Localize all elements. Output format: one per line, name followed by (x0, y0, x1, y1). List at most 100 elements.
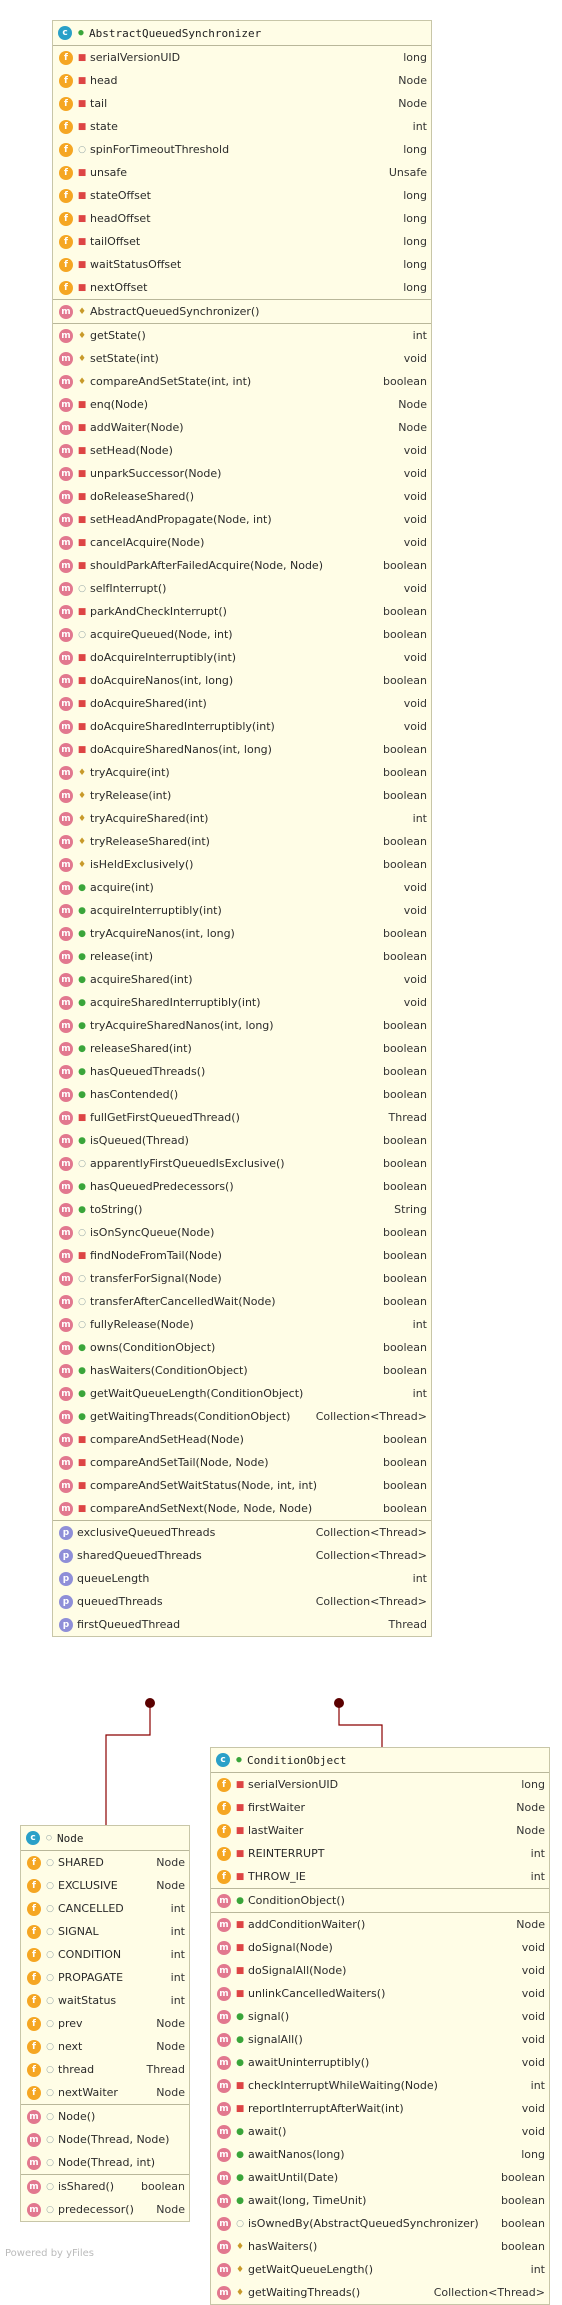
method-row[interactable]: m○isOnSyncQueue(Node)boolean (53, 1221, 431, 1244)
method-row[interactable]: m■reportInterruptAfterWait(int)void (211, 2097, 549, 2120)
method-row[interactable]: m●awaitUntil(Date)boolean (211, 2166, 549, 2189)
method-row[interactable]: m■doAcquireSharedNanos(int, long)boolean (53, 738, 431, 761)
method-row[interactable]: m○acquireQueued(Node, int)boolean (53, 623, 431, 646)
method-row[interactable]: m○apparentlyFirstQueuedIsExclusive()bool… (53, 1152, 431, 1175)
method-row[interactable]: m○fullyRelease(Node)int (53, 1313, 431, 1336)
method-row[interactable]: m♦tryAcquireShared(int)int (53, 807, 431, 830)
method-row[interactable]: m○transferAfterCancelledWait(Node)boolea… (53, 1290, 431, 1313)
method-row[interactable]: m■fullGetFirstQueuedThread()Thread (53, 1106, 431, 1129)
method-row[interactable]: m○isOwnedBy(AbstractQueuedSynchronizer)b… (211, 2212, 549, 2235)
method-row[interactable]: m■addConditionWaiter()Node (211, 1913, 549, 1936)
method-row[interactable]: m●acquire(int)void (53, 876, 431, 899)
method-row[interactable]: m■compareAndSetWaitStatus(Node, int, int… (53, 1474, 431, 1497)
method-row[interactable]: m●awaitNanos(long)long (211, 2143, 549, 2166)
method-row[interactable]: m○Node(Thread, Node) (21, 2128, 189, 2151)
method-row[interactable]: m♦getWaitQueueLength()int (211, 2258, 549, 2281)
method-row[interactable]: m■parkAndCheckInterrupt()boolean (53, 600, 431, 623)
method-row[interactable]: m●hasQueuedPredecessors()boolean (53, 1175, 431, 1198)
method-row[interactable]: m♦tryReleaseShared(int)boolean (53, 830, 431, 853)
method-row[interactable]: m♦hasWaiters()boolean (211, 2235, 549, 2258)
method-row[interactable]: m♦tryRelease(int)boolean (53, 784, 431, 807)
method-row[interactable]: m■setHeadAndPropagate(Node, int)void (53, 508, 431, 531)
method-row[interactable]: m●await(long, TimeUnit)boolean (211, 2189, 549, 2212)
method-row[interactable]: m●hasWaiters(ConditionObject)boolean (53, 1359, 431, 1382)
method-row[interactable]: m■cancelAcquire(Node)void (53, 531, 431, 554)
method-row[interactable]: m■unparkSuccessor(Node)void (53, 462, 431, 485)
method-row[interactable]: m●owns(ConditionObject)boolean (53, 1336, 431, 1359)
method-row[interactable]: m■setHead(Node)void (53, 439, 431, 462)
method-row[interactable]: m♦getState()int (53, 324, 431, 347)
method-row[interactable]: m○isShared()boolean (21, 2175, 189, 2198)
method-row[interactable]: m●await()void (211, 2120, 549, 2143)
method-row[interactable]: m■enq(Node)Node (53, 393, 431, 416)
method-row[interactable]: m●hasQueuedThreads()boolean (53, 1060, 431, 1083)
method-row[interactable]: m●toString()String (53, 1198, 431, 1221)
class-abstract-queued-synchronizer[interactable]: c ● AbstractQueuedSynchronizer f■serialV… (52, 20, 432, 1637)
method-row[interactable]: m●release(int)boolean (53, 945, 431, 968)
method-row[interactable]: m■compareAndSetTail(Node, Node)boolean (53, 1451, 431, 1474)
method-row[interactable]: m■doSignal(Node)void (211, 1936, 549, 1959)
method-row[interactable]: m■addWaiter(Node)Node (53, 416, 431, 439)
method-row[interactable]: m●acquireSharedInterruptibly(int)void (53, 991, 431, 1014)
method-row[interactable]: m■shouldParkAfterFailedAcquire(Node, Nod… (53, 554, 431, 577)
method-row[interactable]: m●releaseShared(int)boolean (53, 1037, 431, 1060)
method-row[interactable]: m○transferForSignal(Node)boolean (53, 1267, 431, 1290)
method-row[interactable]: m○selfInterrupt()void (53, 577, 431, 600)
method-row[interactable]: m●tryAcquireNanos(int, long)boolean (53, 922, 431, 945)
method-row[interactable]: m■doAcquireShared(int)void (53, 692, 431, 715)
method-row[interactable]: m■doAcquireInterruptibly(int)void (53, 646, 431, 669)
method-row[interactable]: m■checkInterruptWhileWaiting(Node)int (211, 2074, 549, 2097)
method-row[interactable]: m♦AbstractQueuedSynchronizer() (53, 300, 431, 323)
method-row[interactable]: m■unlinkCancelledWaiters()void (211, 1982, 549, 2005)
method-row[interactable]: m♦compareAndSetState(int, int)boolean (53, 370, 431, 393)
method-row[interactable]: m●getWaitingThreads(ConditionObject)Coll… (53, 1405, 431, 1428)
method-row[interactable]: m■findNodeFromTail(Node)boolean (53, 1244, 431, 1267)
method-row[interactable]: m■doSignalAll(Node)void (211, 1959, 549, 1982)
method-row[interactable]: m●isQueued(Thread)boolean (53, 1129, 431, 1152)
method-row[interactable]: m♦setState(int)void (53, 347, 431, 370)
method-row[interactable]: m●hasContended()boolean (53, 1083, 431, 1106)
method-row[interactable]: m♦tryAcquire(int)boolean (53, 761, 431, 784)
method-row[interactable]: m●awaitUninterruptibly()void (211, 2051, 549, 2074)
method-row[interactable]: m■doAcquireNanos(int, long)boolean (53, 669, 431, 692)
method-row[interactable]: m●signalAll()void (211, 2028, 549, 2051)
method-row[interactable]: m●ConditionObject() (211, 1889, 549, 1912)
method-row[interactable]: m♦isHeldExclusively()boolean (53, 853, 431, 876)
method-row[interactable]: m●getWaitQueueLength(ConditionObject)int (53, 1382, 431, 1405)
method-row[interactable]: m■doAcquireSharedInterruptibly(int)void (53, 715, 431, 738)
method-row[interactable]: m♦getWaitingThreads()Collection<Thread> (211, 2281, 549, 2304)
method-row[interactable]: m○Node(Thread, int) (21, 2151, 189, 2174)
method-row[interactable]: m●acquireShared(int)void (53, 968, 431, 991)
